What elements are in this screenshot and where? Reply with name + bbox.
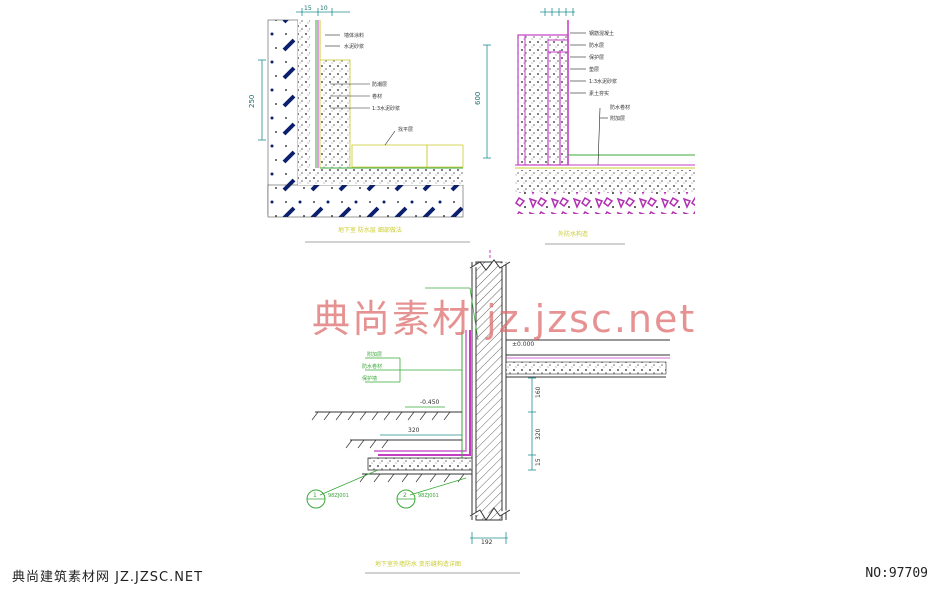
footer-site: 典尚建筑素材网 JZ.JZSC.NET [12,570,204,585]
top-left-detail: 15 10 250 墙体涂料 水泥砂浆 防潮层 卷材 1:3水泥砂浆 找平层 地… [248,5,470,243]
base-section [515,192,695,214]
callout-r8: 附加层 [610,115,625,122]
floor-section [267,184,464,218]
dim-320-v: 320 [535,428,542,440]
detail-title-3: 地下室外墙防水 变形缝构造详图 [375,560,461,568]
detail-title-2: 外防水构造 [558,230,588,238]
wall-section [267,19,299,216]
callout-r4: 垫层 [589,66,599,73]
callout-r3: 保护层 [589,54,604,61]
callout-1: 墙体涂料 [344,32,364,39]
callout-r7: 防水卷材 [610,104,630,111]
ref-code-1: 98ZJ001 [328,493,349,499]
ref-label-2: 2 [403,492,407,499]
callout-b2: 防水卷材 [362,363,382,370]
dim-15: 15 [535,458,542,466]
footing [367,457,473,471]
dim-top-1: 15 [304,5,312,12]
callout-r1: 钢筋混凝土 [589,30,614,37]
callout-3: 防潮层 [372,81,387,88]
callout-b1: 附加层 [367,351,382,358]
bottom-detail: ±0.000 -0.450 [306,250,670,574]
callout-6: 找平层 [398,126,413,133]
top-right-detail: 600 钢筋混凝土 防水层 保护层 垫层 1:3水泥砂浆 素土夯实 防水卷材 附… [474,8,695,245]
callout-4: 卷材 [372,93,382,100]
dim-192: 192 [481,539,493,546]
dim-side-2: 600 [474,92,482,105]
callout-b3: 保护墙 [362,375,377,382]
callout-2: 水泥砂浆 [344,43,364,50]
dim-top-2: 10 [320,5,328,12]
dim-side: 250 [248,95,256,108]
watermark: 典尚素材 jz.jzsc.net [312,297,697,341]
level-top: ±0.000 [512,341,534,348]
callout-r6: 素土夯实 [589,90,609,97]
footer-number: NO:97709 [865,566,928,581]
main-wall [475,261,503,521]
ref-label-1: 1 [313,492,317,499]
dim-160: 160 [535,386,542,398]
dim-320-h: 320 [408,427,420,434]
callout-r5: 1:3水泥砂浆 [589,78,617,85]
detail-title-1: 地下室 防水层 细部做法 [338,226,402,234]
callout-r2: 防水层 [589,42,604,49]
level-mid: -0.450 [420,399,440,406]
callout-5: 1:3水泥砂浆 [372,105,400,112]
ref-code-2: 98ZJ001 [418,493,439,499]
